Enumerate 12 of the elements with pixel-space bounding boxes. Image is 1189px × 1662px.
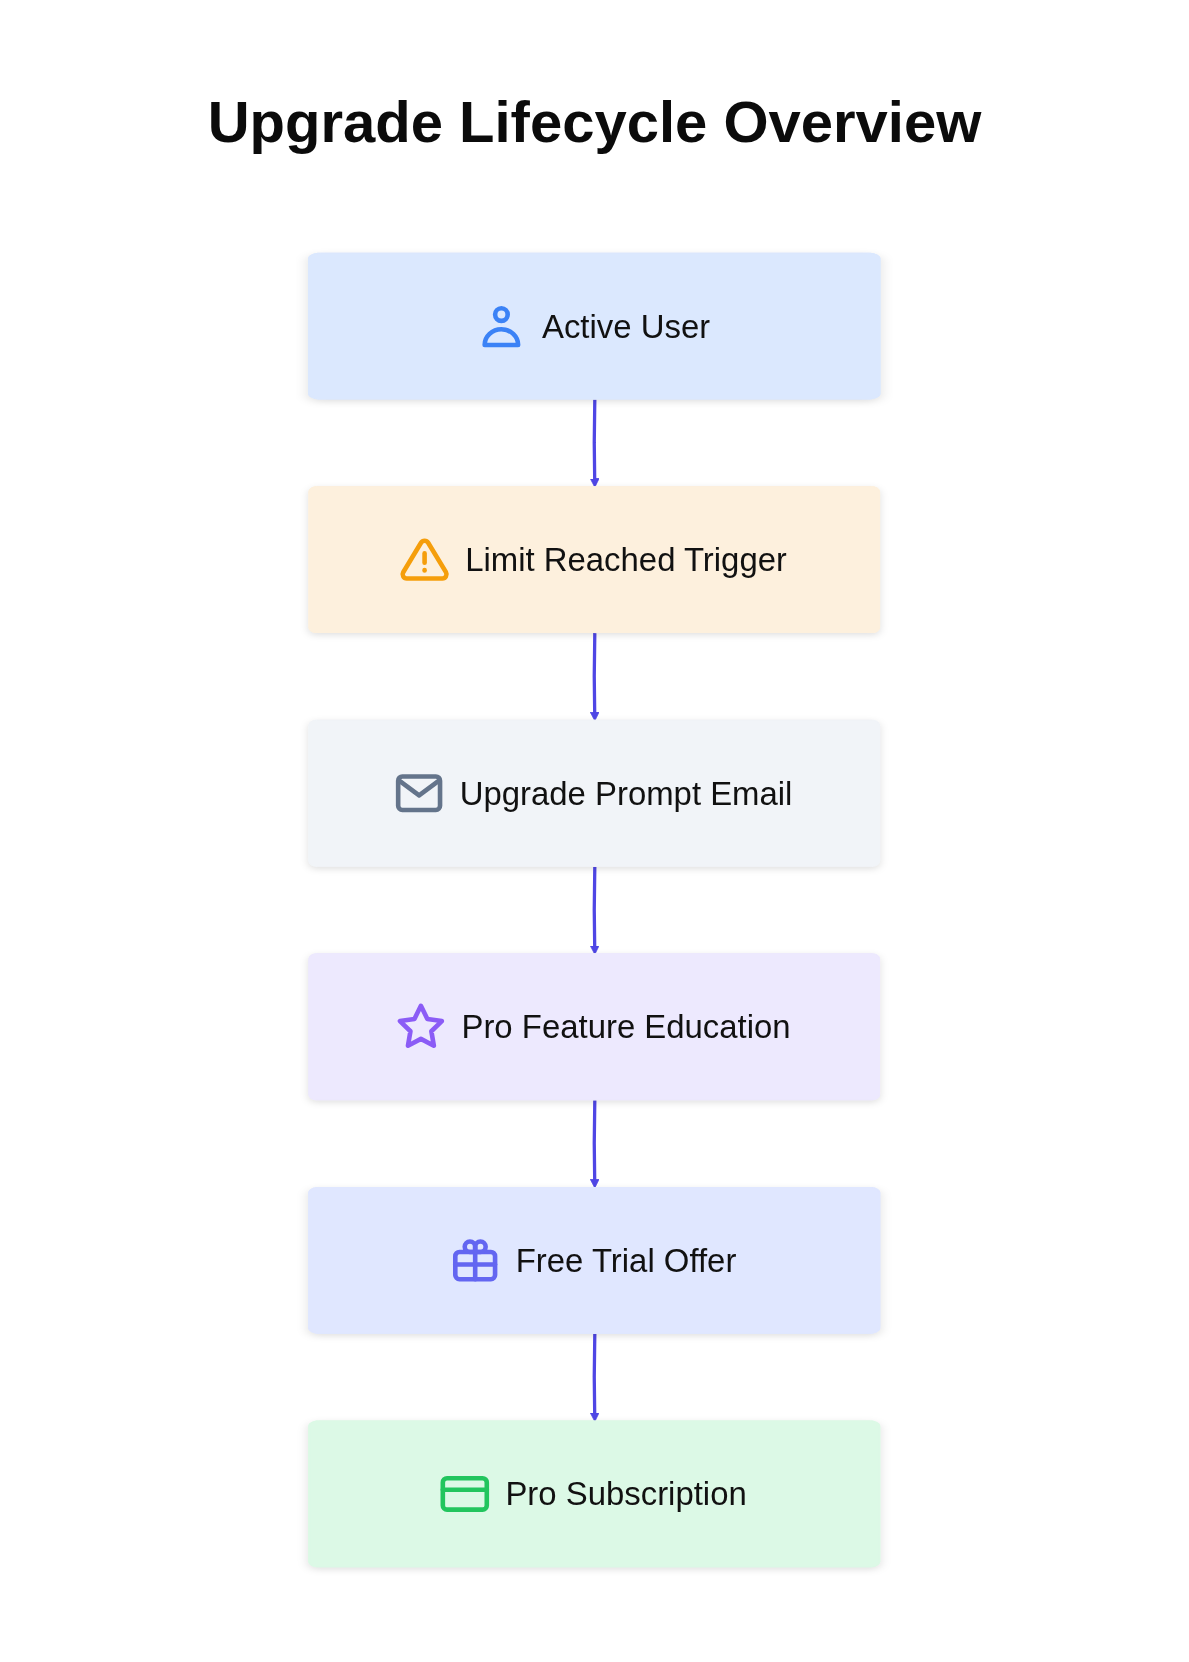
arrow bbox=[590, 1333, 600, 1422]
step-label: Free Trial Offer bbox=[516, 1241, 737, 1281]
step-label: Limit Reached Trigger bbox=[465, 540, 788, 580]
step-label: Pro Subscription bbox=[505, 1474, 747, 1514]
arrow bbox=[590, 1100, 600, 1189]
diagram-title: Upgrade Lifecycle Overview bbox=[206, 88, 983, 155]
arrow bbox=[590, 633, 600, 722]
step-label: Upgrade Prompt Email bbox=[459, 774, 793, 814]
step-label: Pro Feature Education bbox=[461, 1007, 791, 1047]
arrow bbox=[590, 399, 600, 488]
step-label: Active User bbox=[542, 307, 711, 347]
arrow bbox=[590, 866, 600, 955]
